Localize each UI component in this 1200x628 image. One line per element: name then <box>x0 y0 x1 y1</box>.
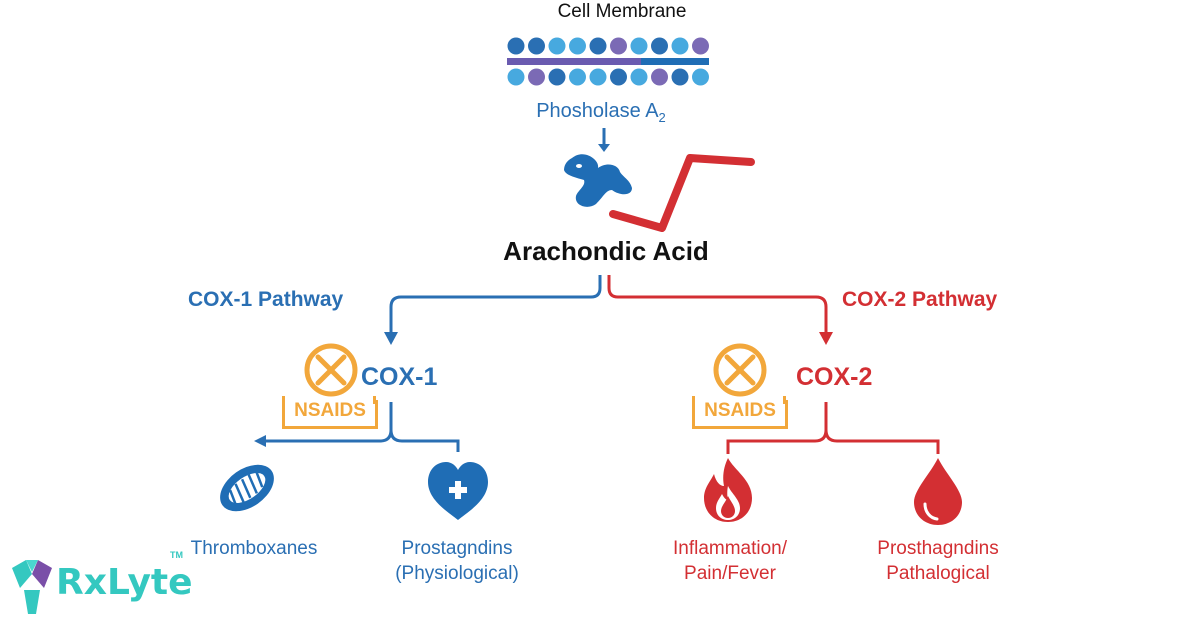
cox2-inhibition-icon <box>713 343 767 397</box>
membrane-bead <box>651 37 668 55</box>
enzyme-label-subscript: 2 <box>658 110 666 125</box>
cox1-nsaids-bracket-left <box>282 396 285 404</box>
membrane-bead <box>651 68 668 86</box>
prostaglandins-physiological-label: Prostagndins (Physiological) <box>395 536 519 586</box>
membrane-bead <box>569 37 586 55</box>
cox1-branch-arrow <box>389 275 602 335</box>
inflammation-line1: Inflammation/ <box>672 538 788 559</box>
membrane-bead <box>671 37 689 55</box>
rxlyte-logo-icon <box>12 560 52 614</box>
cox2-nsaids-bracket-left <box>692 396 695 404</box>
substrate-label: Arachondic Acid <box>503 236 709 266</box>
membrane-bead <box>548 68 566 86</box>
membrane-arrowhead <box>598 144 610 152</box>
membrane-label: Cell Membrane <box>557 1 687 22</box>
membrane-bead <box>528 68 545 86</box>
cox2-label: COX-2 <box>796 363 873 391</box>
cox1-arrowhead <box>384 332 398 345</box>
prostaglandins-branch <box>389 429 460 452</box>
membrane-bead <box>507 37 525 55</box>
membrane-bead <box>610 37 627 55</box>
blood-drop-icon <box>914 458 962 525</box>
platelet-icon <box>220 464 274 512</box>
enzyme-label: Phosholase A2 <box>536 100 666 125</box>
cox1-nsaids-badge: NSAIDS <box>282 400 378 429</box>
prostaglandins-line2: (Physiological) <box>395 563 519 584</box>
enzyme-icon <box>564 154 632 207</box>
cox2-nsaids-badge: NSAIDS <box>692 400 788 429</box>
cox1-nsaids-bracket-right <box>373 396 376 404</box>
pathological-branch <box>824 429 940 454</box>
membrane-bead <box>630 37 648 55</box>
cox2-branch-arrow <box>607 275 828 335</box>
membrane-bead <box>589 37 607 55</box>
cox2-nsaids-bracket-right <box>783 396 786 404</box>
inflammation-line2: Pain/Fever <box>684 563 776 584</box>
cox1-inhibition-icon <box>304 343 358 397</box>
membrane-bead <box>692 68 709 86</box>
cox1-label: COX-1 <box>361 363 438 391</box>
pathological-line2: Pathalogical <box>886 563 990 584</box>
pathological-label: Prosthagndins Pathalogical <box>877 536 998 586</box>
rxlyte-logo-text: RxLyte <box>56 562 193 603</box>
membrane-bead <box>610 68 627 86</box>
membrane-bead <box>569 68 586 86</box>
prostaglandins-line1: Prostagndins <box>401 538 513 559</box>
membrane-bead <box>630 68 648 86</box>
cell-membrane-graphic <box>507 37 709 86</box>
membrane-layer <box>507 58 641 65</box>
membrane-bead <box>528 37 545 55</box>
thromboxanes-label: Thromboxanes <box>190 538 318 559</box>
pathological-line1: Prosthagndins <box>877 538 999 559</box>
flame-icon <box>704 458 752 522</box>
trademark-mark: TM <box>170 550 183 560</box>
thromboxanes-arrowhead <box>254 435 266 447</box>
membrane-bead <box>671 68 689 86</box>
membrane-layer <box>641 58 709 65</box>
heart-plus-icon <box>428 462 488 520</box>
cox1-pathway-label: COX-1 Pathway <box>188 288 344 311</box>
membrane-bead <box>589 68 607 86</box>
cox2-arrowhead <box>819 332 833 345</box>
membrane-bead <box>507 68 525 86</box>
enzyme-label-text: Phosholase A <box>536 100 659 122</box>
inflammation-label: Inflammation/ Pain/Fever <box>673 536 787 586</box>
membrane-bead <box>692 37 709 55</box>
fatty-acid-chain-icon <box>609 154 755 232</box>
membrane-bead <box>548 37 566 55</box>
cox2-pathway-label: COX-2 Pathway <box>842 288 998 311</box>
